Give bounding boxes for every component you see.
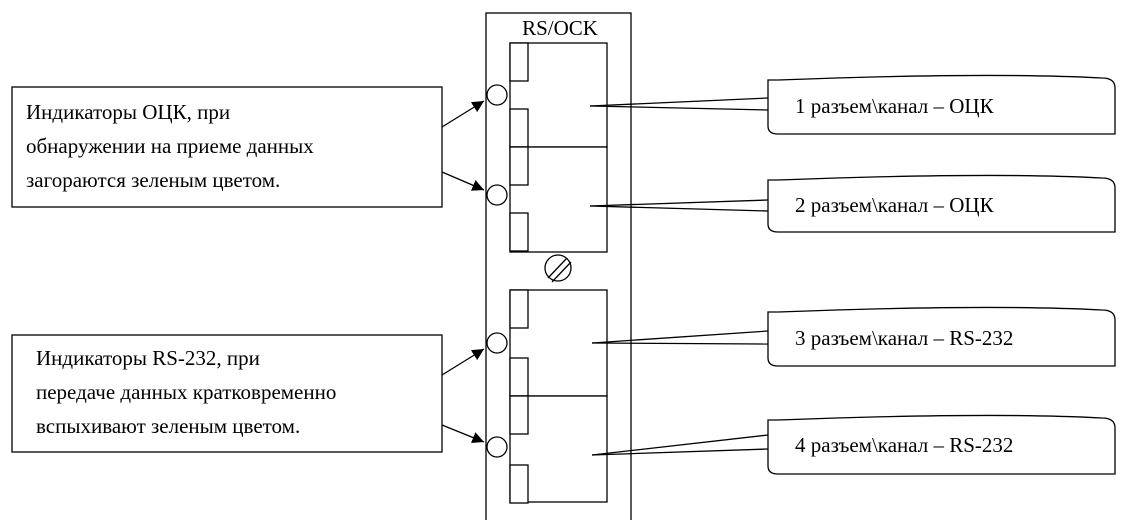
led-indicator-icon bbox=[486, 84, 508, 106]
connector-2-label: 2 разъем\канал – ОЦК bbox=[795, 193, 995, 217]
connector-1 bbox=[509, 42, 608, 148]
connector-3-label: 3 разъем\канал – RS-232 bbox=[795, 326, 1013, 350]
svg-text:Индикаторы RS-232, при: Индикаторы RS-232, при bbox=[36, 346, 260, 370]
led-indicator-icon bbox=[486, 184, 508, 206]
callout-2: 2 разъем\канал – ОЦК bbox=[589, 174, 1116, 233]
connector-2 bbox=[509, 146, 608, 253]
connector-4-label: 4 разъем\канал – RS-232 bbox=[795, 433, 1013, 457]
callout-4: 4 разъем\канал – RS-232 bbox=[591, 414, 1116, 475]
connector-4 bbox=[509, 395, 608, 504]
svg-text:вспыхивают зеленым цветом.: вспыхивают зеленым цветом. bbox=[36, 414, 300, 438]
callout-1: 1 разъем\канал – ОЦК bbox=[589, 74, 1116, 135]
svg-text:обнаружении на приеме данных: обнаружении на приеме данных bbox=[26, 134, 314, 158]
connector-1-label: 1 разъем\канал – ОЦК bbox=[795, 94, 995, 118]
callout-3: 3 разъем\канал – RS-232 bbox=[591, 306, 1116, 367]
arrow-ock-1 bbox=[441, 100, 485, 128]
screw-icon bbox=[544, 254, 572, 283]
svg-text:передаче данных кратковременно: передаче данных кратковременно bbox=[36, 380, 336, 404]
note-rs232: Индикаторы RS-232, при передаче данных к… bbox=[11, 334, 443, 453]
led-indicator-icon bbox=[486, 436, 508, 458]
arrow-rs232-4 bbox=[441, 424, 485, 444]
led-indicator-icon bbox=[486, 332, 508, 354]
note-ock: Индикаторы ОЦК, при обнаружении на прием… bbox=[11, 86, 443, 208]
panel-title: RS/OCK bbox=[522, 16, 598, 40]
svg-text:Индикаторы ОЦК, при: Индикаторы ОЦК, при bbox=[26, 100, 230, 124]
arrow-ock-2 bbox=[441, 171, 485, 191]
svg-text:загораются зеленым цветом.: загораются зеленым цветом. bbox=[26, 168, 280, 192]
arrow-rs232-3 bbox=[441, 348, 485, 376]
